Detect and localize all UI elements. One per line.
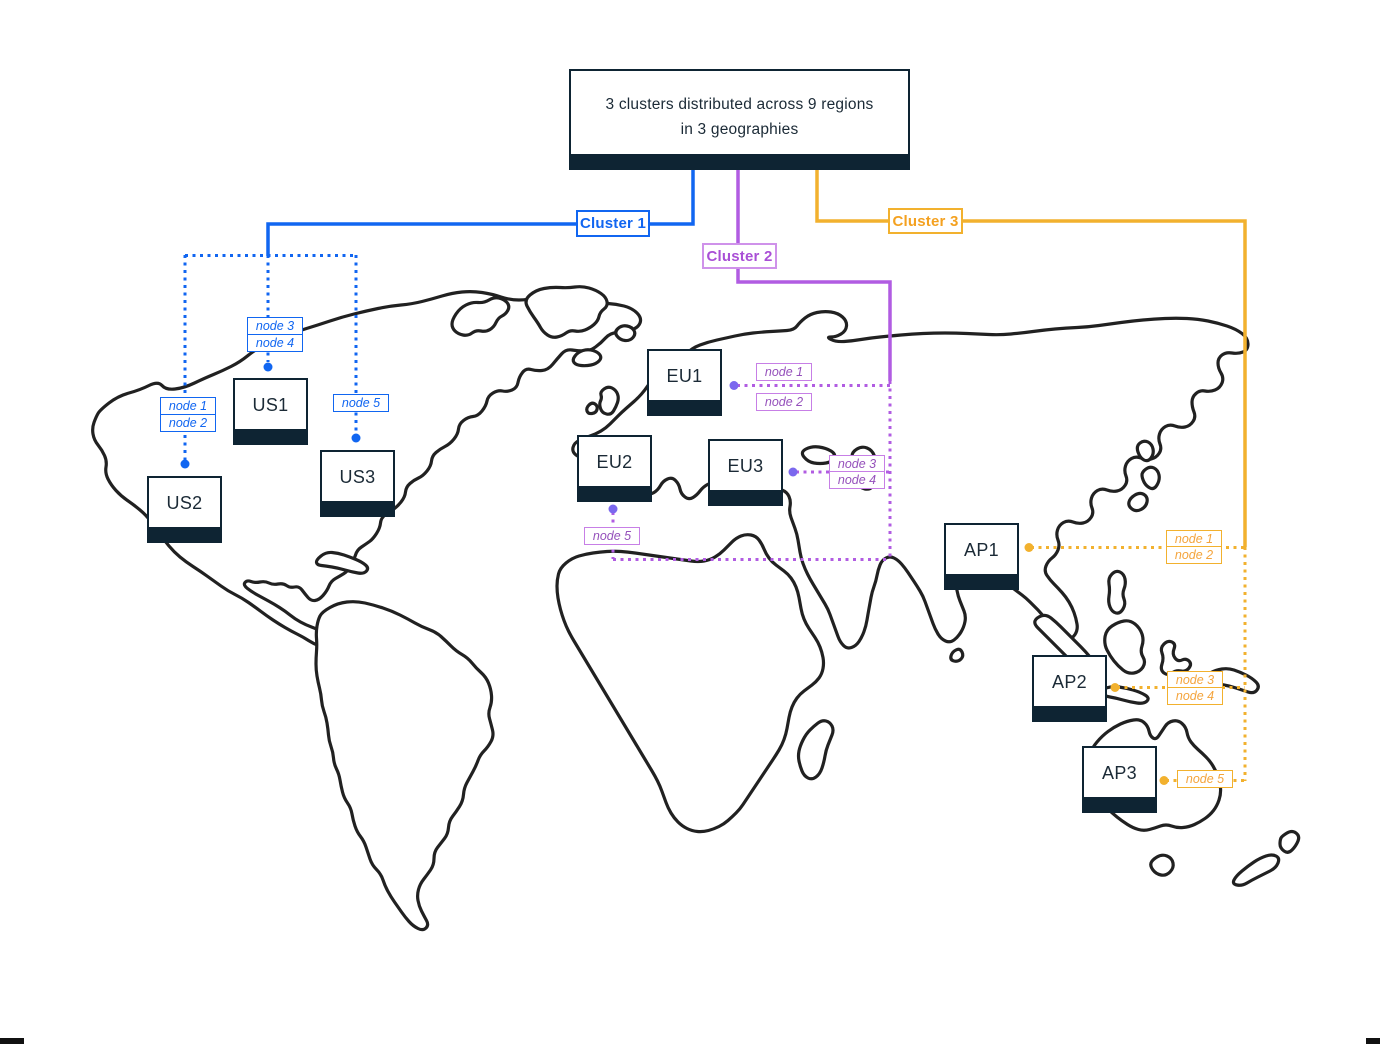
map-shape-cuba [314,550,370,575]
region-label-ap2: AP2 [1052,671,1087,692]
region-box-us3: US3 [320,450,395,517]
region-label-eu1: EU1 [666,365,703,386]
region-label-ap1: AP1 [964,539,999,560]
region-label-eu3: EU3 [727,455,764,476]
node-label-us-5: node 5 [333,394,389,412]
region-label-ap3: AP3 [1102,762,1137,783]
cluster1-connectors [180,170,695,469]
map-shape-tasmania [1149,853,1175,877]
node-label-eu-1: node 1 [756,363,812,381]
map-shape-borneo [1103,619,1147,675]
title-line-2: in 3 geographies [680,120,799,138]
cluster-3-label: Cluster 3 [888,208,963,234]
map-shape-blackSea [800,445,837,466]
map-shape-nzNorth [1278,829,1301,854]
cluster2-dot-eu3 [788,467,798,477]
cluster-1-label: Cluster 1 [576,210,650,237]
region-label-us3: US3 [339,466,376,487]
map-shape-philippines [1107,569,1127,615]
map-shape-africa [555,533,826,834]
title-bottom-bar [571,154,908,168]
region-box-eu3: EU3 [708,439,783,506]
map-shape-sriLanka [949,647,965,663]
region-label-us1: US1 [252,394,289,415]
cluster1-dot-us1 [263,362,273,372]
cluster1-solid-line [266,170,695,256]
node-label-eu-4: node 4 [829,471,885,489]
cluster3-dot-ap1 [1024,543,1034,552]
map-shape-nzSouth [1231,853,1281,887]
node-label-us-4: node 4 [247,334,303,352]
cluster-2-label: Cluster 2 [702,243,777,269]
map-shape-japan3 [1127,491,1149,513]
map-shape-arctic1 [450,296,511,337]
region-bar [579,486,650,500]
region-bar [1034,706,1105,720]
map-shape-ireland [585,401,599,416]
map-shape-southAmerica [314,600,495,932]
region-box-ap1: AP1 [944,523,1019,590]
map-shape-sulawesi [1159,639,1193,677]
region-label-us2: US2 [166,492,203,513]
cluster1-dot-us3 [351,433,361,443]
node-label-us-2: node 2 [160,414,216,432]
cluster1-dot-us2 [180,459,190,469]
map-shape-madagascar [796,719,835,781]
region-box-eu2: EU2 [577,435,652,502]
region-bar [322,501,393,515]
map-shape-japan2 [1140,465,1161,491]
region-bar [149,527,220,541]
region-box-ap3: AP3 [1082,746,1157,813]
region-bar [235,429,306,443]
title-box: 3 clusters distributed across 9 regions … [569,69,910,170]
node-label-ap-2: node 2 [1166,546,1222,564]
map-shape-greenland [524,285,609,339]
region-label-eu2: EU2 [596,451,633,472]
cluster3-dot-ap2 [1110,683,1120,692]
region-bar [946,574,1017,588]
region-box-ap2: AP2 [1032,655,1107,722]
cluster2-dot-eu2 [608,504,618,514]
region-bar [1084,797,1155,811]
corner-mark-right [1366,1038,1380,1044]
map-shape-uk [598,385,620,416]
map-shape-japan1 [1135,439,1155,463]
title-line-1: 3 clusters distributed across 9 regions [605,95,874,113]
node-label-eu-2: node 2 [756,393,812,411]
title-text: 3 clusters distributed across 9 regions … [571,81,908,153]
region-box-us2: US2 [147,476,222,543]
cluster3-dot-ap3 [1159,776,1169,785]
node-label-ap-5: node 5 [1177,770,1233,788]
corner-mark-left [0,1038,24,1044]
map-shape-arctic2 [614,324,637,343]
region-box-eu1: EU1 [647,349,722,416]
node-label-us-1: node 1 [160,397,216,415]
node-label-us-3: node 3 [247,317,303,335]
node-label-ap-4: node 4 [1167,687,1223,705]
cluster2-solid-line [736,170,892,381]
cluster2-dot-eu1 [729,381,739,390]
region-bar [649,400,720,414]
node-label-ap-1: node 1 [1166,530,1222,548]
cluster3-solid-line [815,170,1247,547]
region-bar [710,490,781,504]
region-box-us1: US1 [233,378,308,445]
node-label-eu-5: node 5 [584,527,640,545]
map-shape-iceland [571,348,603,368]
